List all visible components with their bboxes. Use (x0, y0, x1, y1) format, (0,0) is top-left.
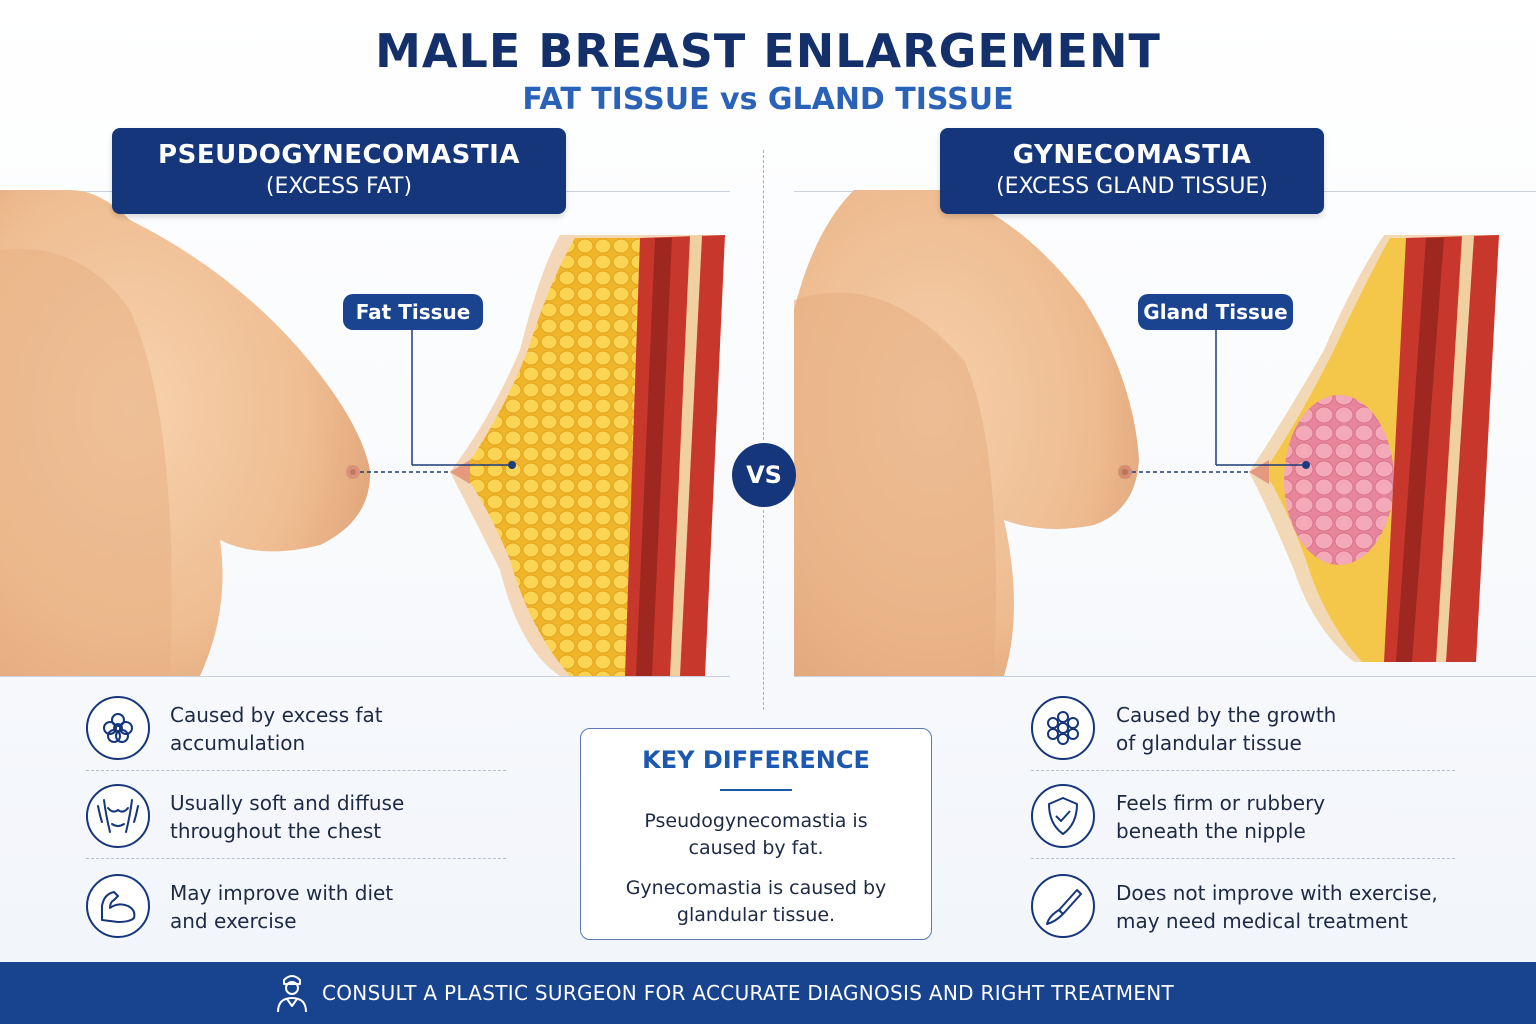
fat-cells-icon (86, 696, 150, 760)
footer-banner (0, 962, 1536, 1024)
flexed-arm-icon (86, 874, 150, 938)
key-difference-text-2: Gynecomastia is caused by glandular tiss… (625, 877, 887, 926)
right-bottom-line (794, 676, 1536, 677)
left-feature-2-text: Usually soft and diffuse throughout the … (170, 791, 405, 843)
shield-check-icon (1031, 784, 1095, 848)
gynecomastia-illustration (794, 190, 1499, 676)
scalpel-icon (1031, 874, 1095, 938)
key-difference-box (580, 728, 932, 940)
gland-tissue-label: Gland Tissue (1138, 294, 1293, 330)
gynecomastia-title-box: GYNECOMASTIA (EXCESS GLAND TISSUE) (940, 128, 1324, 214)
footer-text: CONSULT A PLASTIC SURGEON FOR ACCURATE D… (322, 981, 1175, 1005)
right-feature-1-text: Caused by the growth of glandular tissue (1116, 703, 1337, 755)
torso-icon (86, 784, 150, 848)
center-divider-top (763, 150, 764, 440)
pseudogynecomastia-illustration (0, 190, 725, 676)
right-feature-3-text: Does not improve with exercise, may need… (1116, 881, 1438, 933)
gynecomastia-subtitle: (EXCESS GLAND TISSUE) (996, 174, 1268, 199)
page-subtitle: FAT TISSUE vs GLAND TISSUE (522, 82, 1014, 117)
pseudogynecomastia-subtitle: (EXCESS FAT) (265, 174, 413, 199)
fat-tissue-label: Fat Tissue (343, 294, 483, 330)
right-feature-2-text: Feels firm or rubbery beneath the nipple (1116, 791, 1326, 843)
right-separator-2 (1031, 858, 1455, 859)
vs-badge: VS (732, 443, 796, 507)
key-difference-text-1: Pseudogynecomastia is caused by fat. (644, 810, 868, 859)
right-separator-1 (1031, 770, 1455, 771)
gynecomastia-title: GYNECOMASTIA (1012, 140, 1252, 170)
left-separator-2 (86, 858, 506, 859)
left-feature-1-text: Caused by excess fat accumulation (170, 703, 383, 755)
left-bottom-line (0, 676, 730, 677)
surgeon-icon (277, 975, 307, 1013)
gland-cluster-icon (1031, 696, 1095, 760)
pseudogynecomastia-title: PSEUDOGYNECOMASTIA (158, 140, 520, 170)
key-difference-underline (720, 789, 792, 791)
left-separator-1 (86, 770, 506, 771)
center-divider-bottom (763, 510, 764, 710)
left-feature-3-text: May improve with diet and exercise (170, 881, 394, 933)
key-difference-title: KEY DIFFERENCE (642, 746, 870, 774)
page-title: MALE BREAST ENLARGEMENT (375, 24, 1161, 78)
pseudogynecomastia-title-box: PSEUDOGYNECOMASTIA (EXCESS FAT) (112, 128, 566, 214)
